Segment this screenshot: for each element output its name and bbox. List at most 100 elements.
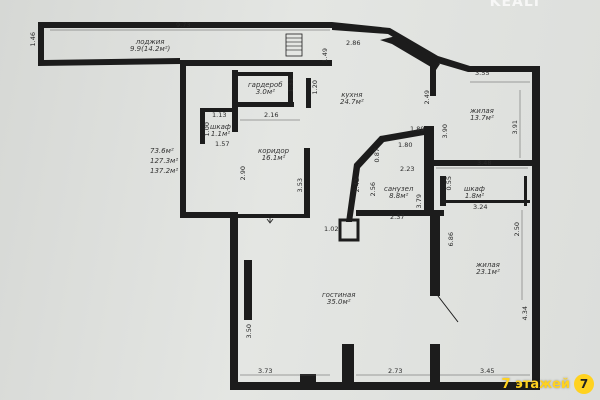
brand-badge[interactable]: 7 этажей 7 bbox=[502, 374, 594, 394]
corridor-left-step bbox=[180, 212, 238, 218]
living1-bottom-wall bbox=[430, 160, 532, 166]
dim-249: 2.49 bbox=[422, 90, 431, 105]
dimension-lines bbox=[50, 29, 530, 376]
room-living-2: жилая 23.1м² bbox=[476, 262, 500, 276]
closet2-right bbox=[524, 176, 527, 206]
room-area: 35.0м² bbox=[326, 298, 351, 306]
dim-087: 0.87 bbox=[372, 148, 381, 163]
room-loggia: лоджия 9.9(14.2м²) bbox=[130, 39, 170, 53]
dim-250: 2.50 bbox=[512, 222, 521, 237]
dim-055: 0.55 bbox=[444, 176, 453, 191]
living2-left-wall bbox=[430, 214, 440, 296]
brand-logo-icon: 7 bbox=[574, 374, 594, 394]
dim-216: 2.16 bbox=[264, 111, 279, 119]
total-area-3: 137.2м² bbox=[150, 167, 179, 175]
wardrobe-wall-top bbox=[232, 72, 292, 76]
dim-324: 3.24 bbox=[473, 203, 488, 211]
kitchen-bay-inner bbox=[380, 36, 440, 70]
dim-242: 2.42 bbox=[352, 178, 361, 193]
dim-102: 1.02 bbox=[324, 225, 339, 233]
room-name: санузел bbox=[384, 185, 414, 193]
dim-373: 3.73 bbox=[258, 367, 273, 375]
room-lounge: гостиная 35.0м² bbox=[322, 292, 356, 306]
brand-text: 7 этажей bbox=[501, 376, 570, 392]
dim-379: 3.79 bbox=[414, 194, 423, 209]
bathroom-bottom-wall bbox=[356, 210, 444, 216]
closet2-left bbox=[440, 176, 446, 206]
room-kitchen: кухня 24.7м² bbox=[340, 92, 364, 106]
dim-434: 4.34 bbox=[520, 306, 529, 321]
door-arrow-icon bbox=[266, 214, 274, 224]
dim-256: 2.56 bbox=[368, 182, 377, 197]
room-area: 8.8м² bbox=[389, 192, 409, 200]
room-name: шкаф bbox=[210, 123, 231, 131]
closet1-top bbox=[200, 108, 236, 112]
bathroom-right-wall bbox=[424, 126, 434, 216]
total-area-1: 73.6м² bbox=[150, 147, 174, 155]
room-area: 9.9(14.2м²) bbox=[130, 45, 171, 53]
room-name: гардероб bbox=[248, 81, 283, 89]
room-area: 23.1м² bbox=[476, 268, 500, 276]
wardrobe-wall-bottom bbox=[232, 102, 294, 107]
room-area: 16.1м² bbox=[261, 154, 286, 162]
corridor-right-wall bbox=[304, 148, 310, 218]
room-area: 1.8м² bbox=[464, 192, 485, 200]
room-area: 1.1м² bbox=[210, 130, 231, 138]
wardrobe-wall-right bbox=[288, 72, 293, 106]
bathroom-wall bbox=[346, 128, 430, 222]
room-closet-2: шкаф 1.8м² bbox=[464, 186, 485, 200]
dim-189: 1.89 bbox=[410, 125, 425, 133]
room-area: 24.7м² bbox=[340, 98, 364, 106]
room-name: гостиная bbox=[322, 291, 356, 299]
wardrobe-wall-left bbox=[232, 70, 238, 132]
dim-237: 2.37 bbox=[390, 213, 405, 221]
room-living-1: жилая 13.7м² bbox=[470, 108, 494, 122]
dim-273: 2.73 bbox=[388, 367, 403, 375]
dim-355: 3.55 bbox=[475, 69, 490, 77]
lounge-pier-left bbox=[244, 260, 252, 320]
room-name: кухня bbox=[341, 91, 363, 99]
dim-290: 2.90 bbox=[238, 166, 247, 181]
dim-350: 3.50 bbox=[244, 324, 253, 339]
dim-149: 1.49 bbox=[320, 48, 329, 63]
kitchen-pier bbox=[306, 78, 311, 108]
dim-348: 3.48 bbox=[477, 159, 492, 167]
room-name: коридор bbox=[258, 147, 290, 155]
loggia-front-wall bbox=[180, 60, 332, 66]
living1-left-wall bbox=[430, 66, 436, 96]
watermark: KEALI bbox=[489, 0, 540, 10]
dim-391: 3.91 bbox=[510, 120, 519, 135]
dim-390: 3.90 bbox=[440, 124, 449, 139]
dim-146: 1.46 bbox=[28, 32, 37, 47]
corridor-bottom-wall bbox=[238, 214, 310, 218]
dim-157: 1.57 bbox=[215, 140, 230, 148]
total-area-2: 127.3м² bbox=[150, 157, 179, 165]
dim-120: 1.20 bbox=[310, 80, 319, 95]
lounge-pier-bottom bbox=[300, 374, 316, 384]
room-bathroom: санузел 8.8м² bbox=[384, 186, 413, 200]
dim-131: 1.31 bbox=[286, 78, 295, 93]
room-corridor: коридор 16.1м² bbox=[258, 148, 289, 162]
dim-286: 2.86 bbox=[346, 39, 361, 47]
closet1-wall bbox=[200, 108, 205, 144]
loggia-wall bbox=[38, 22, 332, 66]
dim-345: 3.45 bbox=[480, 367, 495, 375]
dim-973: 9.73 bbox=[176, 21, 191, 29]
bottom-exterior-wall bbox=[230, 382, 540, 390]
lounge-left-wall bbox=[230, 216, 238, 388]
room-closet-1: шкаф 1.1м² bbox=[210, 124, 231, 138]
dim-180: 1.80 bbox=[398, 141, 413, 149]
room-name: шкаф bbox=[464, 185, 485, 193]
room-wardrobe: гардероб 3.0м² bbox=[248, 82, 283, 96]
dim-686: 6.86 bbox=[446, 232, 455, 247]
dim-353: 3.53 bbox=[295, 178, 304, 193]
room-name: жилая bbox=[476, 261, 500, 269]
closet2-bottom bbox=[440, 200, 530, 203]
room-area: 3.0м² bbox=[255, 88, 275, 96]
living2-left-lower bbox=[430, 344, 440, 384]
west-wall bbox=[180, 64, 186, 216]
dim-100: 1.00 bbox=[202, 122, 211, 137]
room-name: жилая bbox=[470, 107, 494, 115]
